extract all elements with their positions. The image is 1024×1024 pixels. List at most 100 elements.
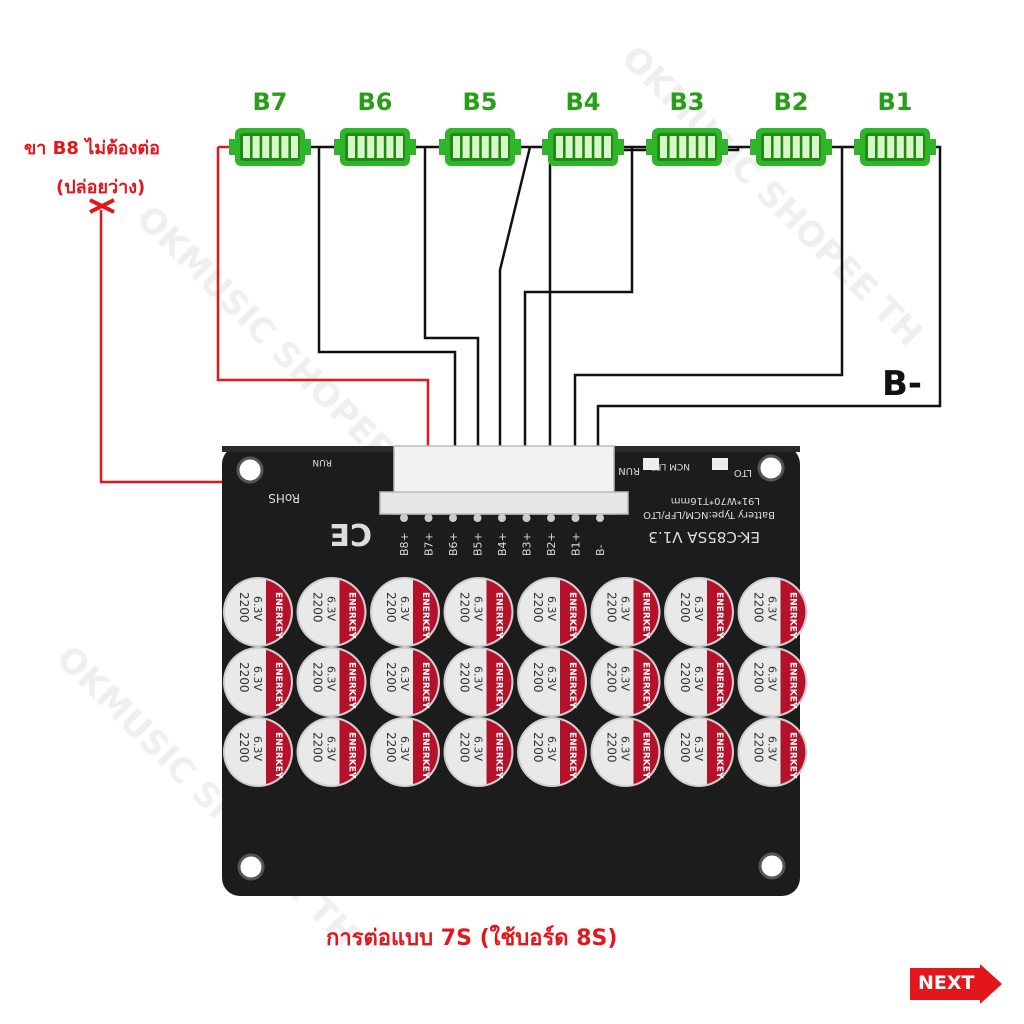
battery-cell-label: B5 [462,88,498,116]
svg-text:2200: 2200 [678,592,692,623]
svg-text:6.3V: 6.3V [325,596,338,621]
wire [573,147,844,456]
board-ncm-lfp-text: NCM LFP [650,461,690,471]
pin-pad [522,514,531,522]
battery-cell [750,128,832,166]
svg-text:6.3V: 6.3V [619,596,632,621]
pin-label: B4+ [496,532,509,556]
svg-text:6.3V: 6.3V [472,736,485,761]
svg-text:2200: 2200 [311,662,325,693]
pin-label: B8+ [398,532,411,556]
wire [498,146,532,456]
svg-text:2200: 2200 [458,732,472,763]
svg-text:6.3V: 6.3V [692,736,705,761]
svg-text:6.3V: 6.3V [251,736,264,761]
svg-text:ENERKEY: ENERKEY [494,592,504,639]
battery-cell-label: B2 [773,88,809,116]
next-label: NEXT [918,972,975,994]
battery-cells [229,128,936,166]
pin-pad [596,514,604,522]
svg-text:6.3V: 6.3V [545,666,558,691]
board-rohs-text: RoHS [268,491,300,505]
svg-text:2200: 2200 [531,732,545,763]
svg-text:2200: 2200 [531,592,545,623]
svg-text:ENERKEY: ENERKEY [347,662,357,709]
svg-text:2200: 2200 [678,732,692,763]
svg-text:ENERKEY: ENERKEY [494,662,504,709]
svg-text:ENERKEY: ENERKEY [714,732,724,779]
svg-text:2200: 2200 [752,592,766,623]
next-button[interactable]: NEXT [910,964,1004,1004]
battery-cell-label: B3 [669,88,705,116]
svg-text:ENERKEY: ENERKEY [788,732,798,779]
svg-text:6.3V: 6.3V [472,666,485,691]
pin-pad [424,514,433,522]
svg-text:2200: 2200 [458,662,472,693]
board-lto-text: LTO [734,467,752,478]
svg-text:2200: 2200 [237,732,251,763]
mount-hole [757,454,785,482]
svg-text:ENERKEY: ENERKEY [567,732,577,779]
svg-text:2200: 2200 [605,732,619,763]
pin-pad [400,514,408,522]
svg-text:ENERKEY: ENERKEY [347,732,357,779]
pin-pad [547,514,555,522]
next-arrow-icon [910,964,1002,1004]
svg-text:2200: 2200 [237,592,251,623]
svg-text:6.3V: 6.3V [325,736,338,761]
pin-label: B2+ [545,532,558,556]
battery-cell-label: B7 [252,88,288,116]
mount-hole [237,853,265,881]
svg-text:6.3V: 6.3V [692,666,705,691]
battery-cell [334,128,416,166]
battery-cell [439,128,521,166]
svg-text:2200: 2200 [458,592,472,623]
svg-text:2200: 2200 [678,662,692,693]
pin-label: B1+ [570,532,583,556]
svg-text:6.3V: 6.3V [619,736,632,761]
svg-text:6.3V: 6.3V [766,596,779,621]
wire [317,147,457,456]
svg-text:2200: 2200 [752,732,766,763]
svg-text:ENERKEY: ENERKEY [420,732,430,779]
svg-text:2200: 2200 [531,662,545,693]
svg-text:6.3V: 6.3V [398,736,411,761]
balancer-board: EK-C85SA V1.3 Battery Type:NCM/LFP/LTO L… [222,445,808,896]
mount-hole [758,852,786,880]
b8-note-line2: (ปล่อยว่าง) [56,177,146,198]
wire [216,147,430,456]
watermark-text: OKMUSIC SHOPEE TH [614,38,930,354]
svg-text:ENERKEY: ENERKEY [347,592,357,639]
svg-text:ENERKEY: ENERKEY [273,662,283,709]
battery-cell-label: B6 [357,88,393,116]
svg-text:6.3V: 6.3V [398,596,411,621]
mode-jumper [643,458,659,470]
svg-text:ENERKEY: ENERKEY [273,732,283,779]
pin-labels: B8+B7+B6+B5+B4+B3+B2+B1+B- [398,514,607,556]
svg-text:6.3V: 6.3V [251,596,264,621]
svg-text:6.3V: 6.3V [472,596,485,621]
battery-cell-label: B4 [565,88,601,116]
svg-text:2200: 2200 [384,592,398,623]
svg-text:6.3V: 6.3V [766,736,779,761]
svg-text:ENERKEY: ENERKEY [788,592,798,639]
svg-text:6.3V: 6.3V [325,666,338,691]
svg-text:6.3V: 6.3V [251,666,264,691]
svg-text:ENERKEY: ENERKEY [273,592,283,639]
wire [523,147,634,456]
